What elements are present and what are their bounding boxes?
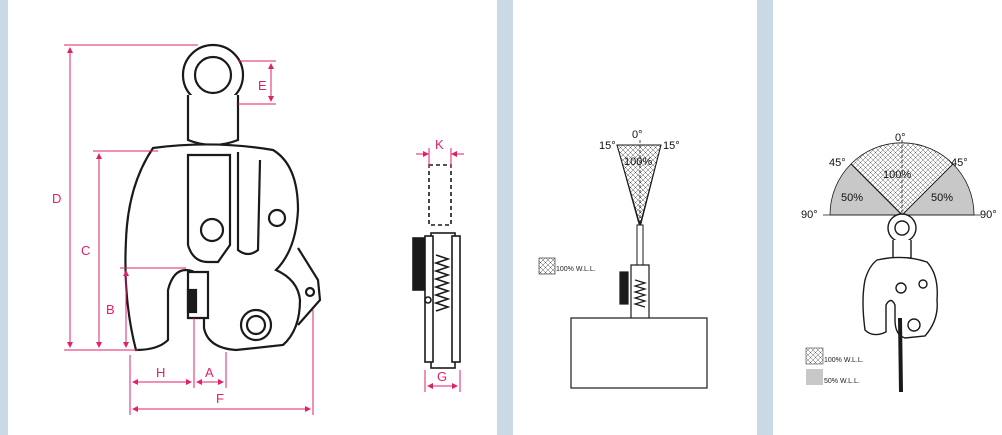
dimension-drawing-panel: D C B E H A F xyxy=(8,0,497,435)
legend-label-half: 50% W.L.L. xyxy=(824,378,860,385)
cam-plate xyxy=(236,152,262,256)
side-pin xyxy=(424,296,432,304)
side-spring xyxy=(433,254,451,312)
cone-left-edge xyxy=(616,144,641,229)
side-dimension-lines xyxy=(416,148,464,392)
dim-label-e: E xyxy=(258,78,267,93)
left-load-label: 50% xyxy=(841,192,863,204)
cone-right-edge xyxy=(639,144,662,229)
sling-rod xyxy=(636,224,644,266)
dim-label-g: G xyxy=(437,369,447,384)
mini-clamp-front xyxy=(862,213,938,339)
angle-label-0: 0° xyxy=(895,132,906,144)
lock-lever xyxy=(297,247,322,326)
angle-label-45-right: 45° xyxy=(951,157,968,169)
legend-swatch-full xyxy=(538,257,556,275)
clamp-side-view xyxy=(412,164,461,369)
mini-eye-hole xyxy=(894,220,910,236)
side-shackle-dashed xyxy=(428,164,452,226)
mini-shackle-neck xyxy=(892,240,912,259)
dim-label-h: H xyxy=(156,365,165,380)
mini-clamp-lever xyxy=(619,271,629,305)
vertical-lift-svg: 15° 0° 15° 100% 100% W.L.L. xyxy=(538,129,708,389)
angle-lift-panel: 0° 45° 45° 90° 90° 100% 50% 50% 100% W xyxy=(773,0,1002,435)
dim-label-f: F xyxy=(216,391,224,406)
side-lever xyxy=(412,237,426,291)
lock-lever-pin xyxy=(304,286,316,298)
pivot-hole-right xyxy=(267,208,287,228)
dim-label-b: B xyxy=(106,302,115,317)
angle-label-45-left: 45° xyxy=(829,157,846,169)
angle-label-15-left: 15° xyxy=(599,140,616,152)
jaw-teeth xyxy=(186,288,198,314)
inner-plate xyxy=(186,153,232,264)
angled-plate xyxy=(898,317,903,393)
angle-label-15-right: 15° xyxy=(663,140,680,152)
side-plate-right xyxy=(451,235,461,363)
dim-label-a: A xyxy=(205,365,214,380)
clamp-body xyxy=(124,143,302,352)
cam-roller-inner xyxy=(245,314,267,336)
mini-clamp-body xyxy=(862,256,938,339)
vertical-lift-panel: 15° 0° 15° 100% 100% W.L.L. xyxy=(513,0,757,435)
mini-clamp-spring xyxy=(632,279,648,308)
legend-swatch-full xyxy=(805,347,824,365)
sector-left-50 xyxy=(829,163,903,216)
mini-pivot-right xyxy=(918,279,928,289)
front-dimension-lines xyxy=(64,44,314,415)
lifting-eye-hole xyxy=(193,55,233,95)
steel-plate xyxy=(570,317,708,389)
dim-label-d: D xyxy=(52,191,61,206)
center-load-label: 100% xyxy=(883,169,911,181)
dim-label-c: C xyxy=(81,243,90,258)
angle-lift-svg: 0° 45° 45° 90° 90° 100% 50% 50% 100% W xyxy=(801,132,997,393)
mini-pivot-center xyxy=(895,282,907,294)
dim-label-k: K xyxy=(435,137,444,152)
pivot-hole-center xyxy=(199,217,225,243)
angle-label-90-left: 90° xyxy=(801,209,818,221)
right-load-label: 50% xyxy=(931,192,953,204)
angle-label-90-right: 90° xyxy=(980,209,997,221)
cone-load-label: 100% xyxy=(624,156,652,168)
mini-cam-roller xyxy=(907,318,921,332)
clamp-front-view xyxy=(124,43,322,352)
angle-label-0: 0° xyxy=(632,129,643,141)
legend-label-full: 100% W.L.L. xyxy=(556,266,596,273)
legend-swatch-half xyxy=(806,369,823,385)
legend-label-full: 100% W.L.L. xyxy=(824,357,864,364)
sector-right-50 xyxy=(901,163,975,216)
shackle-neck xyxy=(186,95,240,147)
dimension-drawing-svg: D C B E H A F xyxy=(52,43,464,415)
